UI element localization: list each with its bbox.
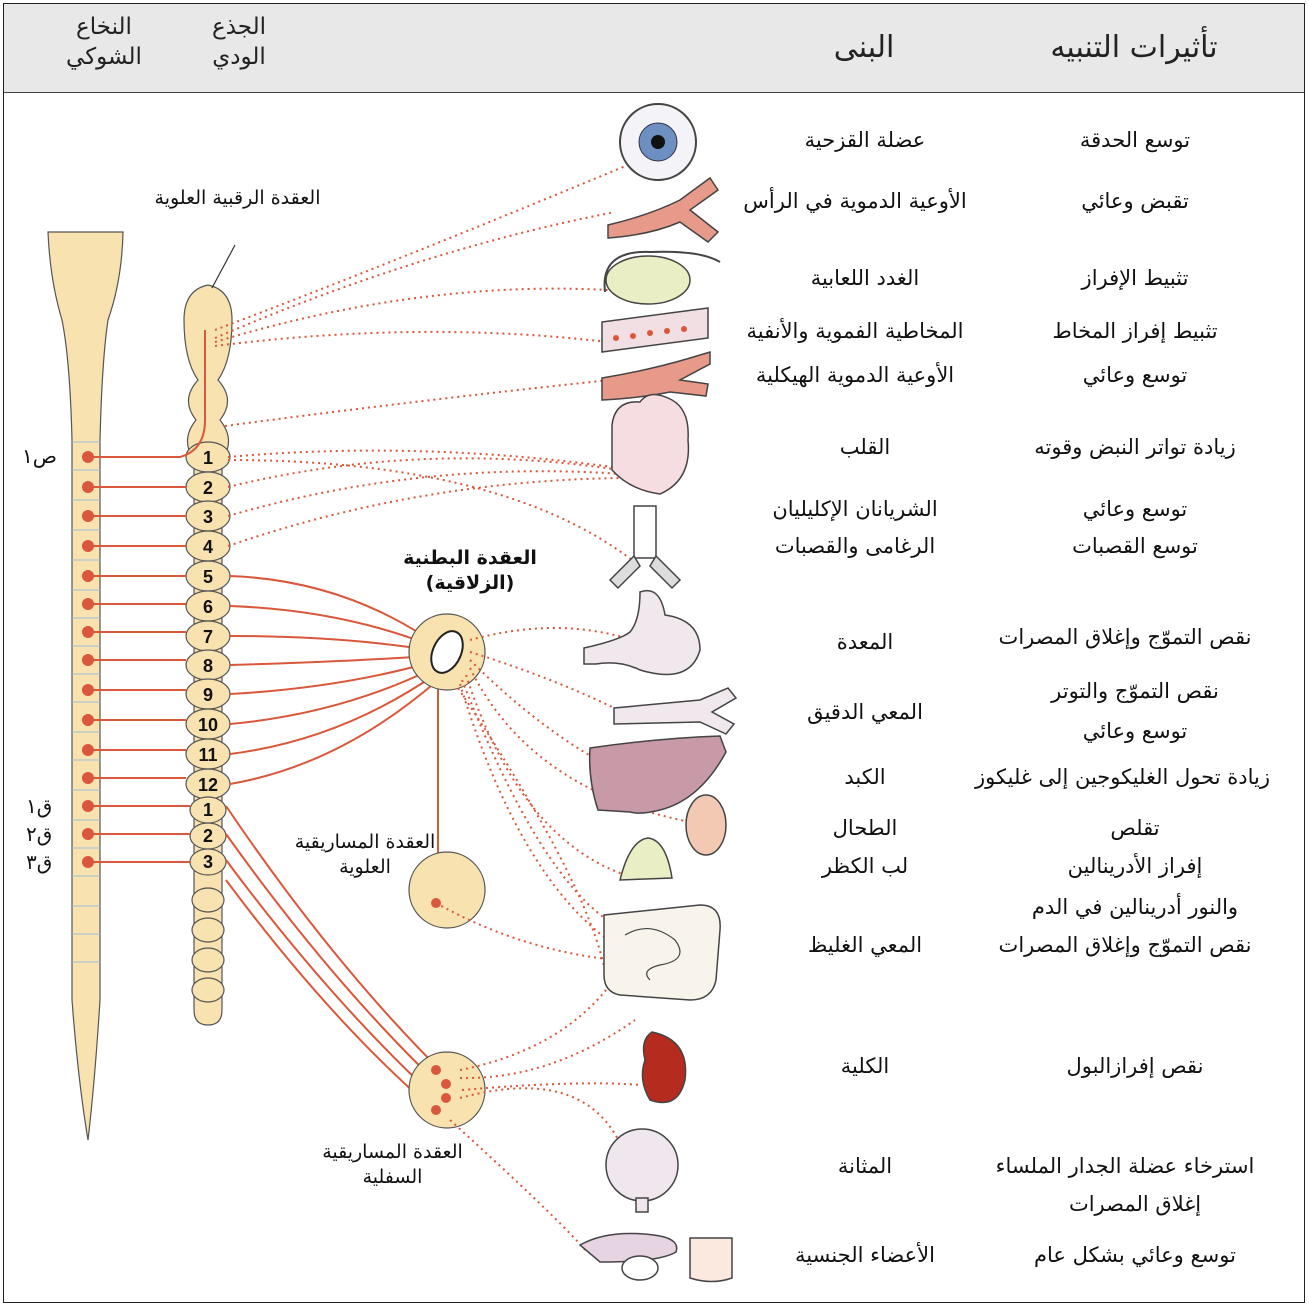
structure-label: المثانة [837,1154,893,1178]
effect-label: توسع الحدقة [1079,128,1191,152]
header-structures: البنى [833,30,895,65]
effect-label: زيادة تواتر النبض وقوته [1034,435,1236,459]
trunk-num: 2 [203,826,213,846]
structure-label: الرغامى والقصبات [774,534,936,558]
superior-mesenteric-ganglion-label: العقدة المساريقية العلوية [294,831,436,878]
spleen-icon [685,794,727,856]
trunk-numbers: 1 2 3 4 5 6 7 8 9 10 11 12 1 2 3 [198,448,218,872]
trunk-num: 12 [198,775,218,795]
salivary-gland-icon [603,250,721,305]
segment-l3: ق٣ [26,850,53,874]
effect-label: تقلص [1110,816,1160,840]
effect-label: نقص إفرازالبول [1066,1054,1204,1078]
trunk-num: 6 [203,597,213,617]
structure-label: المخاطية الفموية والأنفية [746,319,964,343]
inferior-mesenteric-ganglion-label: العقدة المساريقية السفلية [322,1141,463,1188]
structure-label: المعي الدقيق [807,700,923,724]
effect-label: تثبيط إفراز المخاط [1052,319,1218,343]
effect-label: توسع القصبات [1072,534,1198,558]
structure-label: الكبد [844,765,886,789]
effect-label: استرخاء عضلة الجدار الملساء [995,1154,1255,1178]
trunk-num: 3 [203,852,213,872]
effect-label: إغلاق المصرات [1068,1192,1202,1216]
superior-cervical-ganglion-label: العقدة الرقبية العلوية [154,187,321,209]
effect-label: توسع وعائي [1082,719,1188,743]
header-bar: النخاع الشوكي الجذع الودي البنى تأثيرات … [4,4,1304,93]
celiac-ganglion-label: العقدة البطنية (الزلاقية) [403,547,537,594]
eye-icon [619,103,697,181]
structure-label: لب الكظر [821,854,909,878]
trunk-num: 7 [203,627,213,647]
liver-icon [588,735,727,814]
trachea-bronchi-icon [608,505,682,590]
header-spinal-cord: النخاع الشوكي [66,14,142,70]
trunk-num: 3 [203,507,213,527]
effect-label: نقص التموّج وإغلاق المصرات [998,933,1252,957]
structure-label: عضلة القزحية [804,128,926,152]
structure-label: الأوعية الدموية الهيكلية [755,363,955,387]
effect-label: تقبض وعائي [1081,189,1189,213]
figure-frame: النخاع الشوكي الجذع الودي البنى تأثيرات … [3,3,1305,1303]
bladder-icon [605,1128,679,1213]
small-intestine-icon [613,687,738,735]
trunk-num: 4 [203,537,213,557]
structure-label: الشريانان الإكليليان [772,497,938,521]
large-intestine-icon [603,904,721,1001]
spinal-dots [82,451,94,868]
adrenal-medulla-icon [619,837,673,881]
kidney-icon [641,1031,687,1104]
heart-icon [611,393,690,495]
stomach-icon [583,590,701,676]
structure-label: الكلية [840,1054,890,1078]
effect-label: توسع وعائي [1082,497,1188,521]
structure-label: المعدة [836,630,894,654]
structure-label: الطحال [832,816,898,840]
structure-label: الغدد اللعابية [810,266,920,290]
effect-label: نقص التموّج وإغلاق المصرات [998,625,1252,649]
header-effects: تأثيرات التنبيه [1050,30,1218,65]
head-blood-vessel-icon [607,176,720,243]
structure-label: المعي الغليظ [807,933,923,957]
trunk-num: 11 [198,745,217,765]
trunk-num: 2 [203,478,213,498]
trunk-num: 1 [203,800,213,820]
trunk-num: 8 [203,656,213,676]
trunk-num: 10 [198,715,218,735]
effect-label: والنور أدرينالين في الدم [1031,895,1239,919]
inferior-mesenteric-ganglion [408,1051,486,1129]
structure-label: الأوعية الدموية في الرأس [743,189,967,213]
effect-label: زيادة تحول الغليكوجين إلى غليكوز [975,765,1270,789]
effect-label: توسع وعائي بشكل عام [1034,1243,1236,1267]
celiac-ganglion [408,613,486,691]
segment-l1: ق١ [26,794,53,818]
superior-mesenteric-ganglion [408,851,486,929]
effect-label: توسع وعائي [1082,363,1188,387]
effect-label: إفراز الأدرينالين [1067,854,1203,878]
trunk-num: 9 [203,685,213,705]
segment-c1: ص١ [22,444,57,468]
trunk-num: 1 [203,448,213,468]
effect-label: نقص التموّج والتوتر [1051,679,1219,703]
structure-label: الأعضاء الجنسية [795,1243,935,1267]
effect-label: تثبيط الإفراز [1081,266,1189,290]
genital-organs-icon [578,1232,733,1283]
trunk-num: 5 [203,567,213,587]
structure-label: القلب [839,435,891,459]
header-sympathetic-trunk: الجذع الودي [211,14,267,70]
oral-nasal-mucosa-icon [601,307,709,353]
preganglionic-fibers [88,330,441,1111]
segment-l2: ق٢ [26,822,53,846]
skeletal-blood-vessel-icon [601,350,711,401]
sympathetic-trunk [183,284,233,1026]
